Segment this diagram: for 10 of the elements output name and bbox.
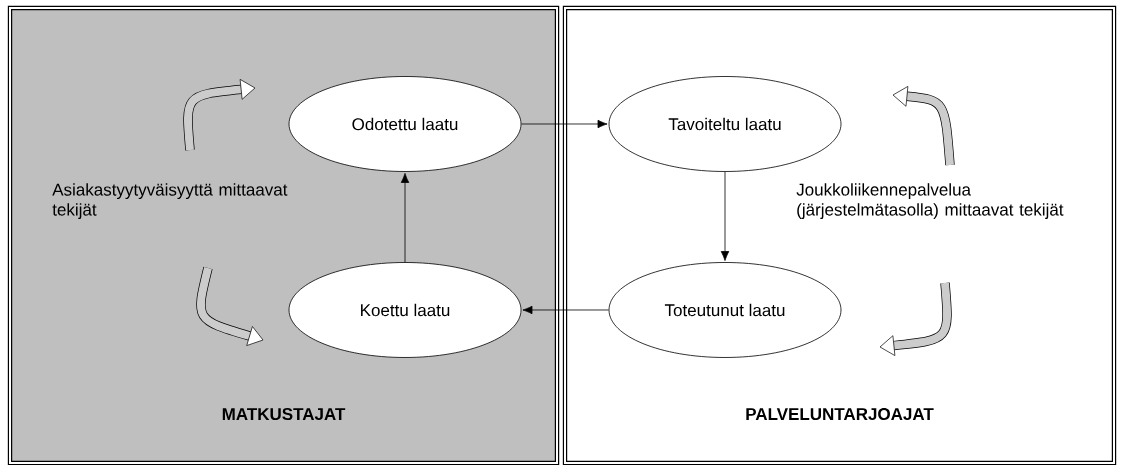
- ellipse-node: Koettu laatu: [288, 262, 522, 358]
- caption-text: Asiakastyytyväisyyttä mittaavat tekijät: [52, 183, 288, 220]
- arrow: [522, 305, 609, 315]
- ellipse-node: Toteutunut laatu: [608, 262, 842, 358]
- ellipse-node: Tavoiteltu laatu: [608, 76, 842, 172]
- ellipse-node: Odotettu laatu: [288, 76, 522, 172]
- arrow: [521, 119, 608, 129]
- caption-text: Joukkoliikennepalvelua (järjestelmätasolla) mittaavat tekijät: [796, 183, 1064, 220]
- arrow: [400, 173, 410, 263]
- arrow: [720, 171, 730, 261]
